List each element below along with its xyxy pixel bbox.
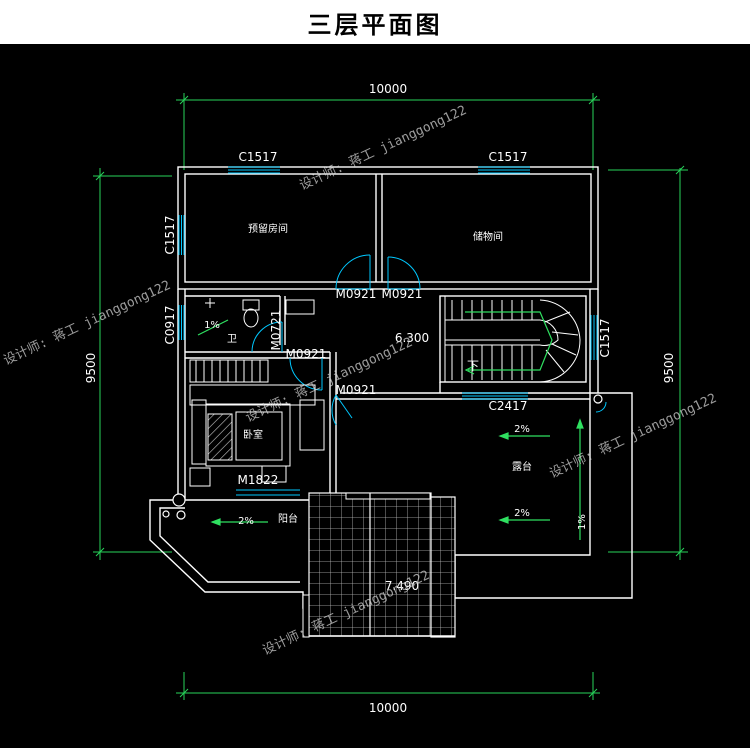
room-labels: 预留房间 储物间 卫 卧室 阳台 露台 <box>227 222 532 525</box>
door-label-bedroom-entry: M0921 <box>286 347 327 361</box>
bedroom-furniture <box>189 359 325 487</box>
bath-slope-arrow <box>197 319 229 336</box>
walls <box>149 166 633 609</box>
tiled-roof <box>302 492 456 638</box>
slope-label-balcony: 2% <box>238 516 254 527</box>
door-bath-small <box>251 321 283 353</box>
slope-label-terrace-top: 2% <box>514 424 530 435</box>
window-label-left-lower: C0917 <box>163 306 177 345</box>
room-label-storage: 储物间 <box>473 230 503 243</box>
dimension-left-label: 9500 <box>84 353 98 384</box>
watermark-4: 设计师: 蒋工 jianggong122 <box>547 391 719 482</box>
room-label-balcony: 阳台 <box>278 512 298 525</box>
door-terrace <box>595 401 607 413</box>
level-labels: 6.300 7.490 <box>385 331 429 593</box>
door-bedroom-balcony <box>236 489 300 496</box>
door-labels: M0921 M0921 M0721 M0921 M0921 M1822 <box>238 287 423 487</box>
dimension-top: 10000 <box>369 82 407 96</box>
slope-arrows <box>210 418 584 540</box>
window-corridor <box>462 392 528 400</box>
watermark-1: 设计师: 蒋工 jianggong122 <box>297 103 469 194</box>
dimension-bottom: 10000 <box>369 701 407 715</box>
window-label-stair-right: C1517 <box>598 319 612 358</box>
drawing-title: 三层平面图 <box>307 9 443 39</box>
dimension-lines <box>93 93 688 700</box>
level-label-roof: 7.490 <box>385 579 419 593</box>
door-label-storage: M0921 <box>382 287 423 301</box>
window-left-lower <box>178 305 185 340</box>
room-label-reserved: 预留房间 <box>248 222 288 235</box>
room-label-bathroom: 卫 <box>227 334 237 345</box>
door-label-bath-small: M0721 <box>269 310 283 351</box>
door-storage <box>387 256 421 290</box>
window-top-left <box>228 166 280 174</box>
door-label-bedroom-balcony: M1822 <box>238 473 279 487</box>
door-reserved-room <box>335 254 371 290</box>
dimension-top-label: 10000 <box>369 82 407 96</box>
window-label-left-upper: C1517 <box>163 216 177 255</box>
door-label-hall: M0921 <box>336 383 377 397</box>
slope-label-bath: 1% <box>204 320 220 331</box>
slope-labels: 1% 2% 2% 2% 1% <box>204 320 588 530</box>
window-label-top-right: C1517 <box>489 150 528 164</box>
level-label-floor: 6.300 <box>395 331 429 345</box>
bed-cover <box>207 413 233 461</box>
room-label-terrace: 露台 <box>512 460 532 473</box>
bathroom-fixtures <box>205 298 315 328</box>
window-stair-right <box>590 315 598 360</box>
dimension-left: 9500 <box>84 353 98 384</box>
dimension-right: 9500 <box>662 353 676 384</box>
door-label-reserved-room: M0921 <box>336 287 377 301</box>
door-bedroom-entry <box>289 357 323 391</box>
slope-label-terrace-side: 1% <box>577 514 588 530</box>
stair-arrow <box>464 311 553 375</box>
room-label-bedroom: 卧室 <box>243 428 263 441</box>
door-hall <box>331 394 353 426</box>
stair <box>444 296 581 383</box>
window-label-top-left: C1517 <box>239 150 278 164</box>
window-label-corridor: C2417 <box>489 399 528 413</box>
slope-label-terrace-mid: 2% <box>514 508 530 519</box>
windows <box>178 166 598 400</box>
dimension-bottom-label: 10000 <box>369 701 407 715</box>
window-labels: C1517 C1517 C1517 C0917 C1517 C2417 <box>163 150 612 413</box>
title-bar: 三层平面图 <box>0 0 750 44</box>
window-top-right <box>478 166 530 174</box>
floor-plan: 10000 10000 9500 9500 <box>1 82 719 715</box>
stair-down-label: 下 <box>467 359 479 373</box>
dimension-right-label: 9500 <box>662 353 676 384</box>
doors <box>236 254 607 496</box>
window-left-upper <box>178 215 185 255</box>
